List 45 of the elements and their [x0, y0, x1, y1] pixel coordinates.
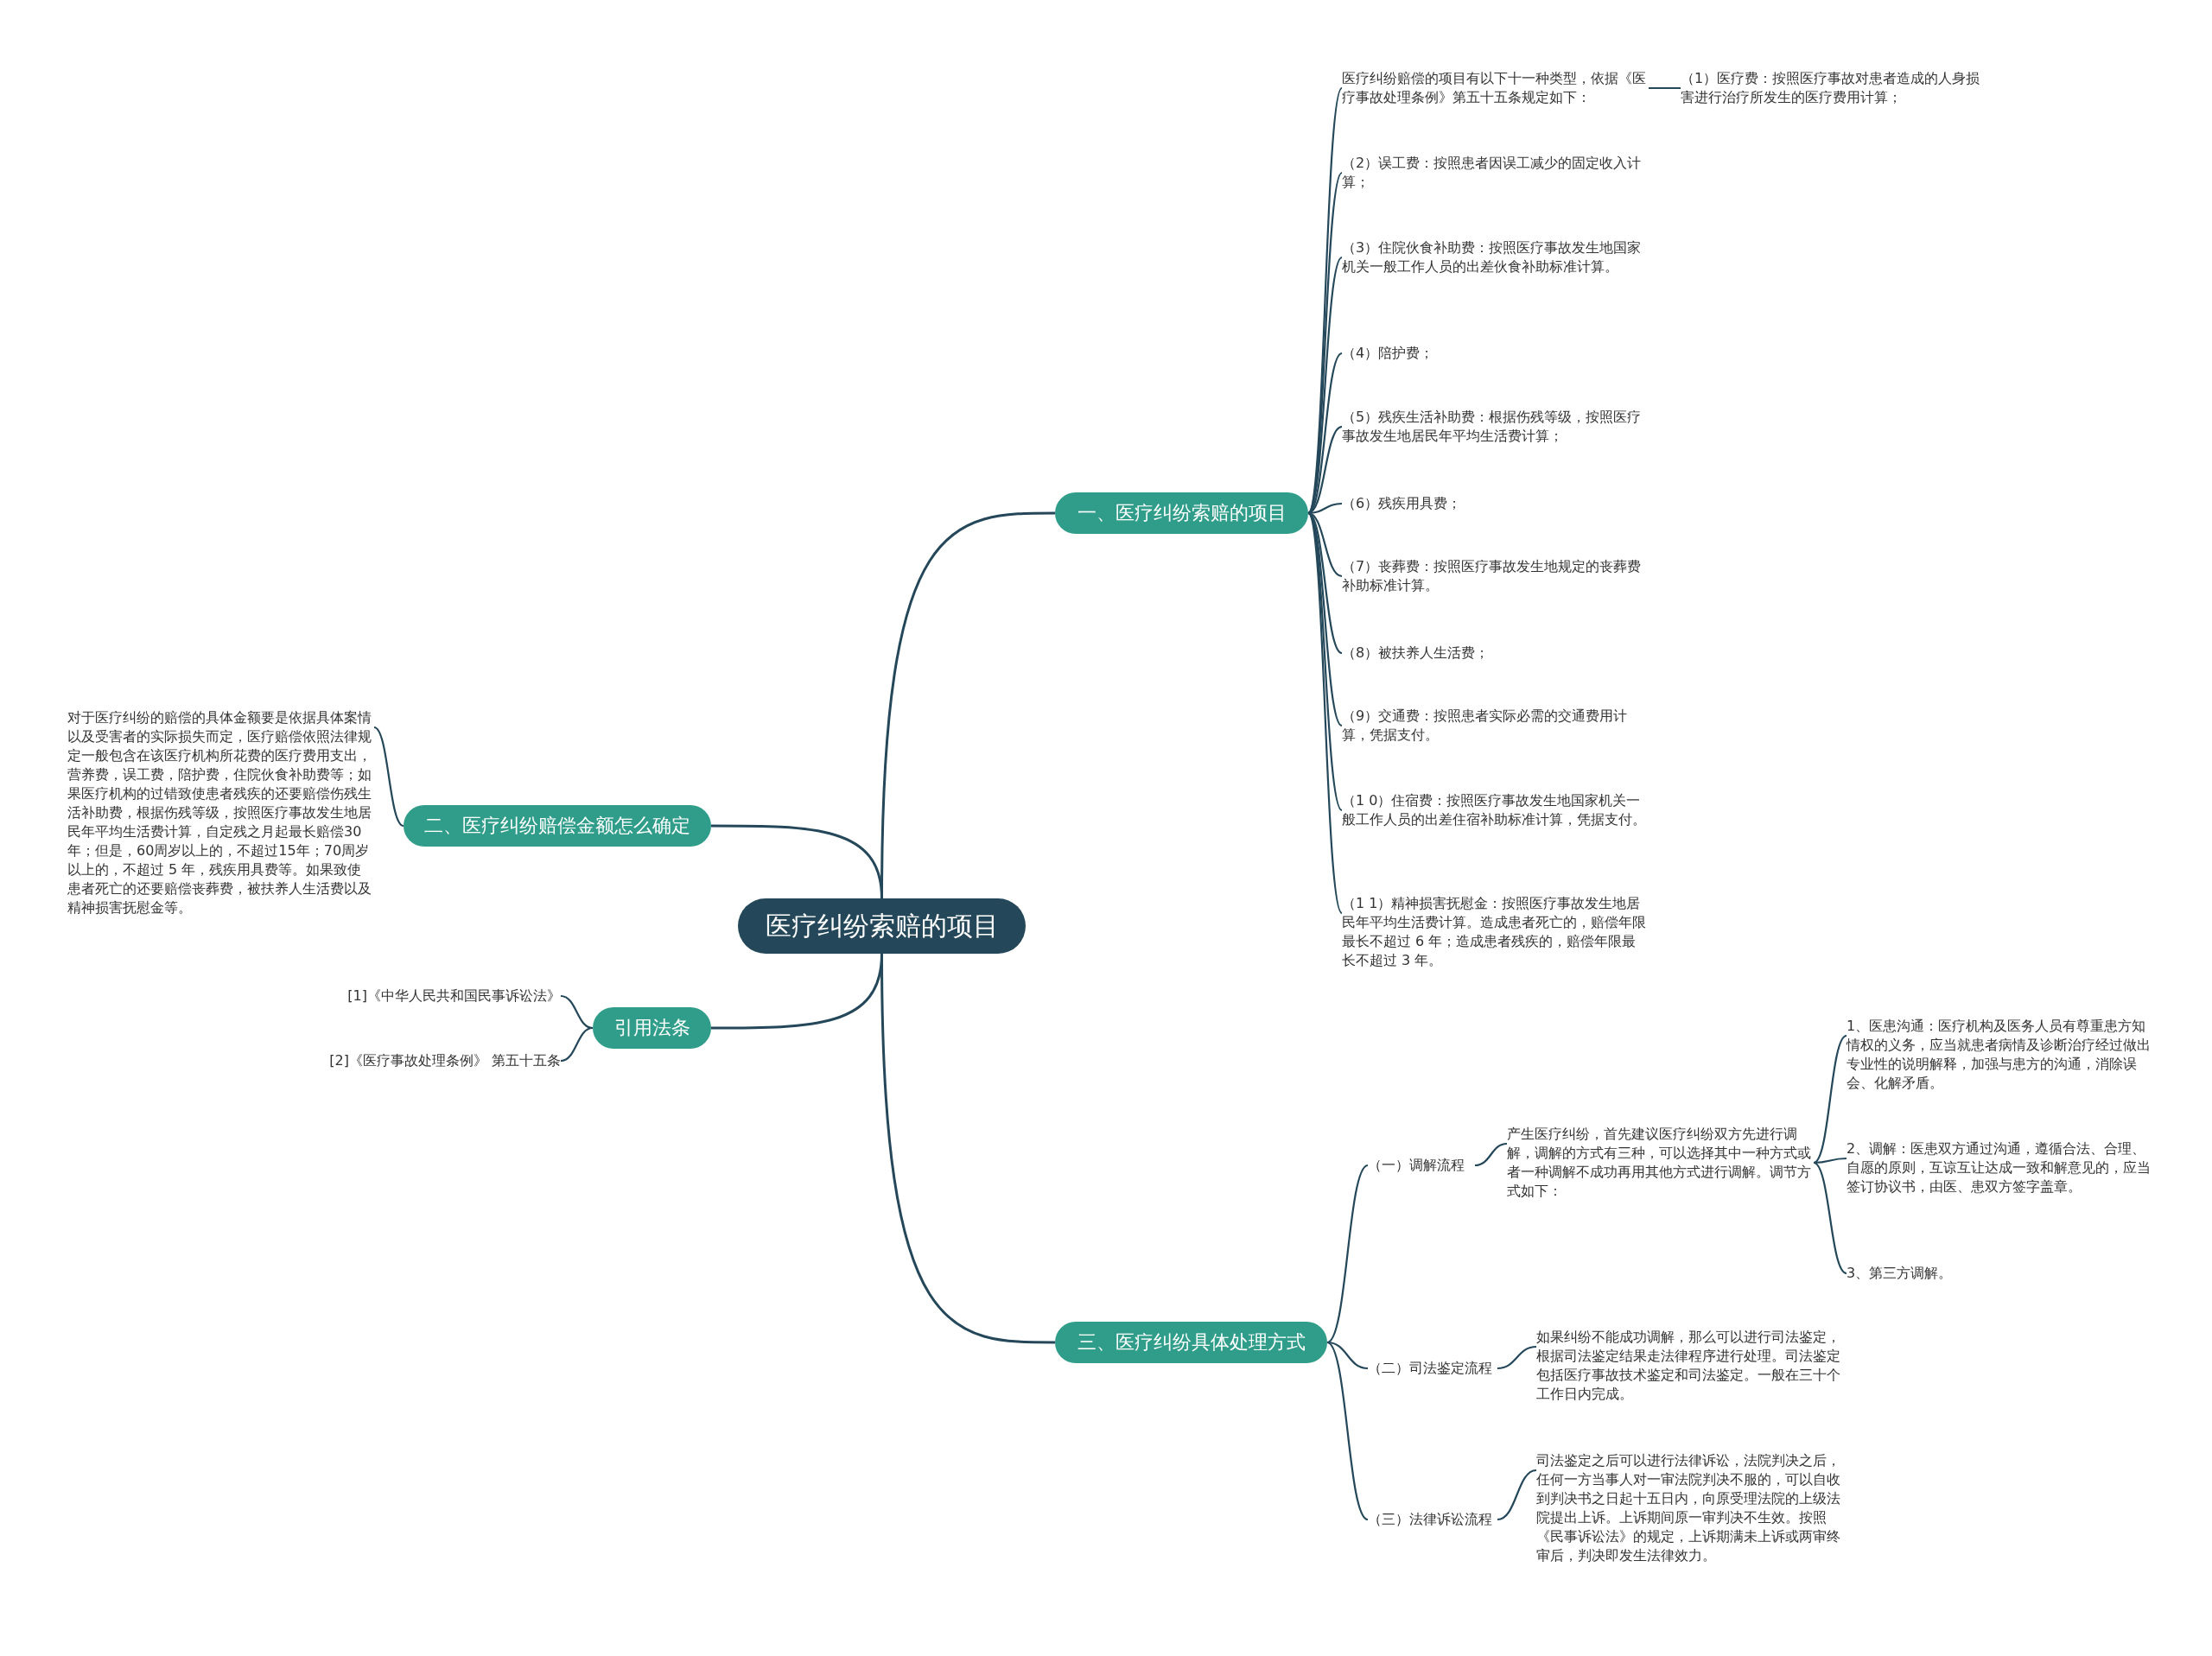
connector-line: [1326, 1342, 1369, 1520]
note-text: （二）司法鉴定流程: [1368, 1359, 1493, 1378]
connector-line: [880, 953, 1055, 1344]
connector-line: [1474, 1142, 1508, 1167]
connector-line: [1813, 1035, 1847, 1164]
note-text: 产生医疗纠纷，首先建议医疗纠纷双方先进行调解，调解的方式有三种，可以选择其中一种方式或者一种调解不成功再用其他方式进行调解。调节方式如下：: [1507, 1125, 1812, 1201]
connector-line: [1497, 1469, 1537, 1521]
note-text: （1 0）住宿费：按照医疗事故发生地国家机关一般工作人员的出差住宿补助标准计算，凭据支付。: [1342, 791, 1647, 829]
connector-line: [1307, 512, 1343, 726]
connector-line: [373, 726, 404, 827]
note-text: （6）残疾用具费；: [1342, 494, 1463, 513]
connector-line: [1813, 1162, 1847, 1274]
note-text: （7）丧葬费：按照医疗事故发生地规定的丧葬费补助标准计算。: [1342, 557, 1643, 595]
connector-line: [560, 1026, 594, 1063]
note-text: （5）残疾生活补助费：根据伤残等级，按照医疗事故发生地居民年平均生活费计算；: [1342, 408, 1643, 446]
note-text: （4）陪护费；: [1342, 344, 1435, 363]
note-text: （一）调解流程: [1368, 1156, 1465, 1175]
note-text: （3）住院伙食补助费：按照医疗事故发生地国家机关一般工作人员的出差伙食补助标准计算。: [1342, 238, 1643, 276]
note-text: （1）医疗费：按照医疗事故对患者造成的人身损害进行治疗所发生的医疗费用计算；: [1681, 69, 1981, 107]
connector-line: [1813, 1157, 1847, 1164]
connector-line: [1326, 1341, 1369, 1370]
topic-pill: 三、医疗纠纷具体处理方式: [1055, 1322, 1327, 1363]
note-text: （三）法律诉讼流程: [1368, 1510, 1493, 1529]
connector-line: [1649, 86, 1681, 90]
connector-line: [1307, 87, 1343, 514]
connector-line: [711, 824, 883, 899]
connector-line: [1326, 1164, 1369, 1343]
note-text: 3、第三方调解。: [1847, 1264, 1954, 1283]
note-text: 医疗纠纷赔偿的项目有以下十一种类型，依据《医疗事故处理条例》第五十五条规定如下：: [1342, 69, 1647, 107]
note-text: 2、调解：医患双方通过沟通，遵循合法、合理、自愿的原则，互谅互让达成一致和解意见的，应当签订协议书，由医、患双方签字盖章。: [1847, 1139, 2152, 1196]
note-text: （8）被扶养人生活费；: [1342, 644, 1491, 663]
central-topic: 医疗纠纷索赔的项目: [738, 898, 1026, 954]
note-text: 1、医患沟通：医疗机构及医务人员有尊重患方知情权的义务，应当就患者病情及诊断治疗经过做出专业性的说明解释，加强与患方的沟通，消除误会、化解矛盾。: [1847, 1017, 2152, 1093]
note-text: （9）交通费：按照患者实际必需的交通费用计算，凭据支付。: [1342, 707, 1629, 745]
topic-pill: 引用法条: [593, 1007, 711, 1049]
topic-pill: 一、医疗纠纷索赔的项目: [1055, 492, 1308, 534]
note-text: （2）误工费：按照患者因误工减少的固定收入计算；: [1342, 154, 1643, 192]
connector-line: [1497, 1345, 1537, 1370]
topic-pill: 二、医疗纠纷赔偿金额怎么确定: [404, 805, 711, 847]
note-text: （1 1）精神损害抚慰金：按照医疗事故发生地居民年平均生活费计算。造成患者死亡的，赔偿年限最长不超过 6 年；造成患者残疾的，赔偿年限最长不超过 3 年。: [1342, 894, 1647, 970]
note-text: 对于医疗纠纷的赔偿的具体金额要是依据具体案情以及受害者的实际损失而定，医疗赔偿依照法律规定一般包含在该医疗机构所花费的医疗费用支出，营养费，误工费，陪护费，住院伙食补助费等；如果医疗机构的过错致使患者残疾的还要赔偿伤残生活补助费，根据伤残等级，按照医疗事故发生地居民年平均生活费计算，自定残之月起最长赔偿30年；但是，60周岁以上的，不超过15年；70周岁以上的，不超过 5 年，残疾用具费等。如果致使患者死亡的还要赔偿丧葬费，被扶养人生活费以及精神损害抚慰金等。: [67, 708, 372, 917]
note-text: 司法鉴定之后可以进行法律诉讼，法院判决之后，任何一方当事人对一审法院判决不服的，可以自收到判决书之日起十五日内，向原受理法院的上级法院提出上诉。上诉期间原一审判决不生效。按照《民事诉讼法》的规定，上诉期满未上诉或两审终审后，判决即发生法律效力。: [1536, 1451, 1841, 1565]
reference-text: [1]《中华人民共和国民事诉讼法》: [346, 987, 561, 1006]
note-text: 如果纠纷不能成功调解，那么可以进行司法鉴定，根据司法鉴定结果走法律程序进行处理。司法鉴定包括医疗事故技术鉴定和司法鉴定。一般在三十个工作日内完成。: [1536, 1328, 1841, 1404]
reference-text: [2]《医疗事故处理条例》 第五十五条: [328, 1051, 561, 1070]
